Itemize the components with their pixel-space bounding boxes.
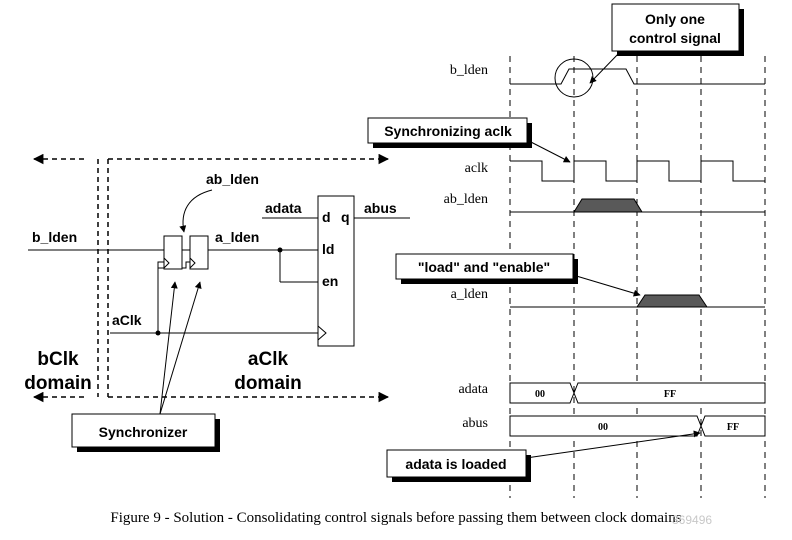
only-one-line-1: Only one — [645, 11, 705, 27]
waveform-abus: 00 FF — [509, 415, 766, 437]
timing-name-b-lden: b_lden — [450, 63, 488, 78]
bclk-domain-label-2: domain — [24, 373, 92, 394]
callout-adata-is-loaded: adata is loaded — [386, 430, 701, 482]
synchronizer-callout: Synchronizer — [71, 281, 220, 452]
synchronizer-label: Synchronizer — [99, 424, 188, 440]
aclk-domain-label-1: aClk — [248, 349, 289, 370]
ab-lden-pointer-arrow — [179, 189, 213, 233]
register-pin-ld: ld — [322, 241, 334, 257]
junction-dot-clk — [155, 330, 161, 336]
abus-value-0: 00 — [598, 422, 608, 433]
waveform-a-lden-pulse — [636, 294, 708, 308]
adata-value-0: 00 — [535, 389, 545, 400]
waveform-b-lden — [510, 68, 765, 85]
figure-caption: Figure 9 - Solution - Consolidating cont… — [110, 510, 682, 526]
timing-diagram: b_lden aclk ab_lden a_lden adata abus 00… — [444, 56, 766, 498]
sync-flipflop-2 — [189, 235, 209, 270]
ab-lden-label: ab_lden — [206, 171, 259, 187]
data-register — [317, 195, 355, 347]
callout-load-and-enable: "load" and "enable" — [395, 253, 641, 297]
register-pin-d: d — [322, 209, 331, 225]
adata-value-1: FF — [664, 389, 676, 400]
b-lden-label: b_lden — [32, 229, 77, 245]
timing-name-adata: adata — [458, 382, 488, 397]
timing-name-ab-lden: ab_lden — [444, 192, 488, 207]
timing-name-a-lden: a_lden — [451, 287, 488, 302]
sync-aclk-label: Synchronizing aclk — [384, 123, 512, 139]
adata-label: adata — [265, 200, 302, 216]
clock-domain-schematic: bClk domain aClk domain d q ld en — [24, 153, 410, 452]
watermark-text: 369496 — [672, 513, 713, 527]
waveform-adata: 00 FF — [509, 382, 766, 404]
timing-name-abus: abus — [462, 416, 488, 431]
timing-name-aclk: aclk — [465, 161, 488, 176]
aclk-label: aClk — [112, 312, 142, 328]
abus-label: abus — [364, 200, 397, 216]
aclk-domain-label-2: domain — [234, 373, 302, 394]
schematic-wires — [28, 217, 410, 334]
sync-flipflop-1 — [163, 235, 183, 270]
load-enable-label: "load" and "enable" — [418, 259, 550, 275]
waveform-aclk — [510, 160, 765, 182]
register-pin-q: q — [341, 209, 350, 225]
junction-dot — [277, 247, 283, 253]
bclk-domain-label-1: bClk — [37, 349, 79, 370]
register-pin-en: en — [322, 273, 338, 289]
adata-loaded-label: adata is loaded — [405, 456, 506, 472]
a-lden-label: a_lden — [215, 229, 259, 245]
callout-only-one-control-signal: Only one control signal — [589, 3, 744, 84]
abus-value-1: FF — [727, 422, 739, 433]
only-one-line-2: control signal — [629, 30, 721, 46]
waveform-ab-lden-pulse — [573, 198, 643, 213]
callout-synchronizing-aclk: Synchronizing aclk — [367, 117, 571, 163]
